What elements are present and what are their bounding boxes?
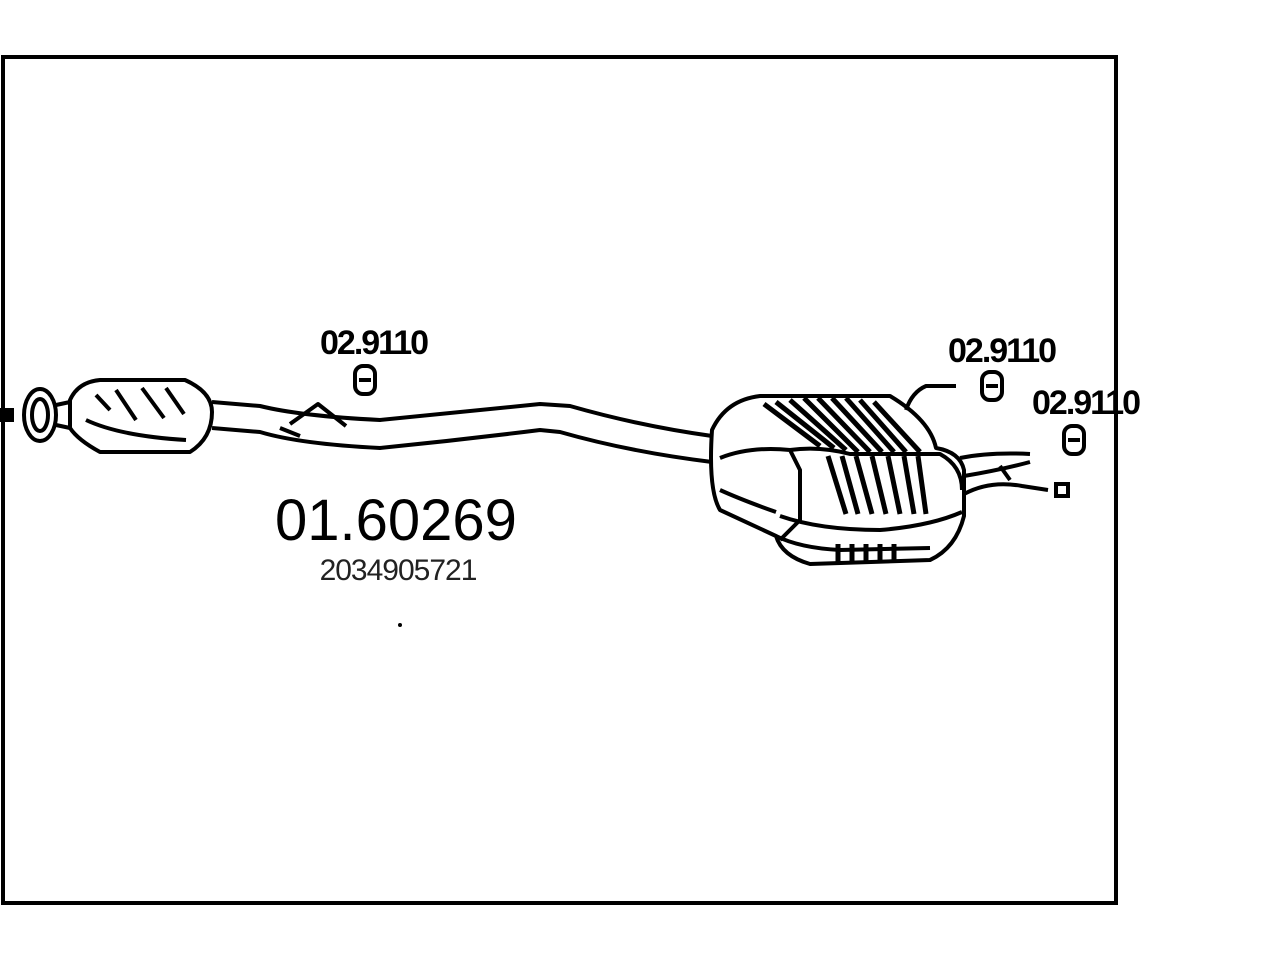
rubber-mount-icon [1062, 424, 1086, 456]
mount-label: 02.9110 [948, 332, 1056, 370]
part-number: 01.60269 [275, 488, 517, 553]
rear-silencer [709, 384, 1049, 566]
mount-label: 02.9110 [320, 324, 428, 362]
tailpipe-marker [1054, 482, 1070, 498]
front-silencer [68, 378, 214, 454]
diagram-border [1, 55, 1118, 905]
oem-number: 2034905721 [320, 554, 477, 587]
stray-dot [398, 623, 402, 627]
mount-label: 02.9110 [1032, 384, 1140, 422]
front-flange [0, 387, 72, 443]
rubber-mount-icon [980, 370, 1004, 402]
intermediate-pipe [211, 400, 713, 464]
rubber-mount-icon [353, 364, 377, 396]
rear-silencer-ribs [762, 396, 929, 562]
